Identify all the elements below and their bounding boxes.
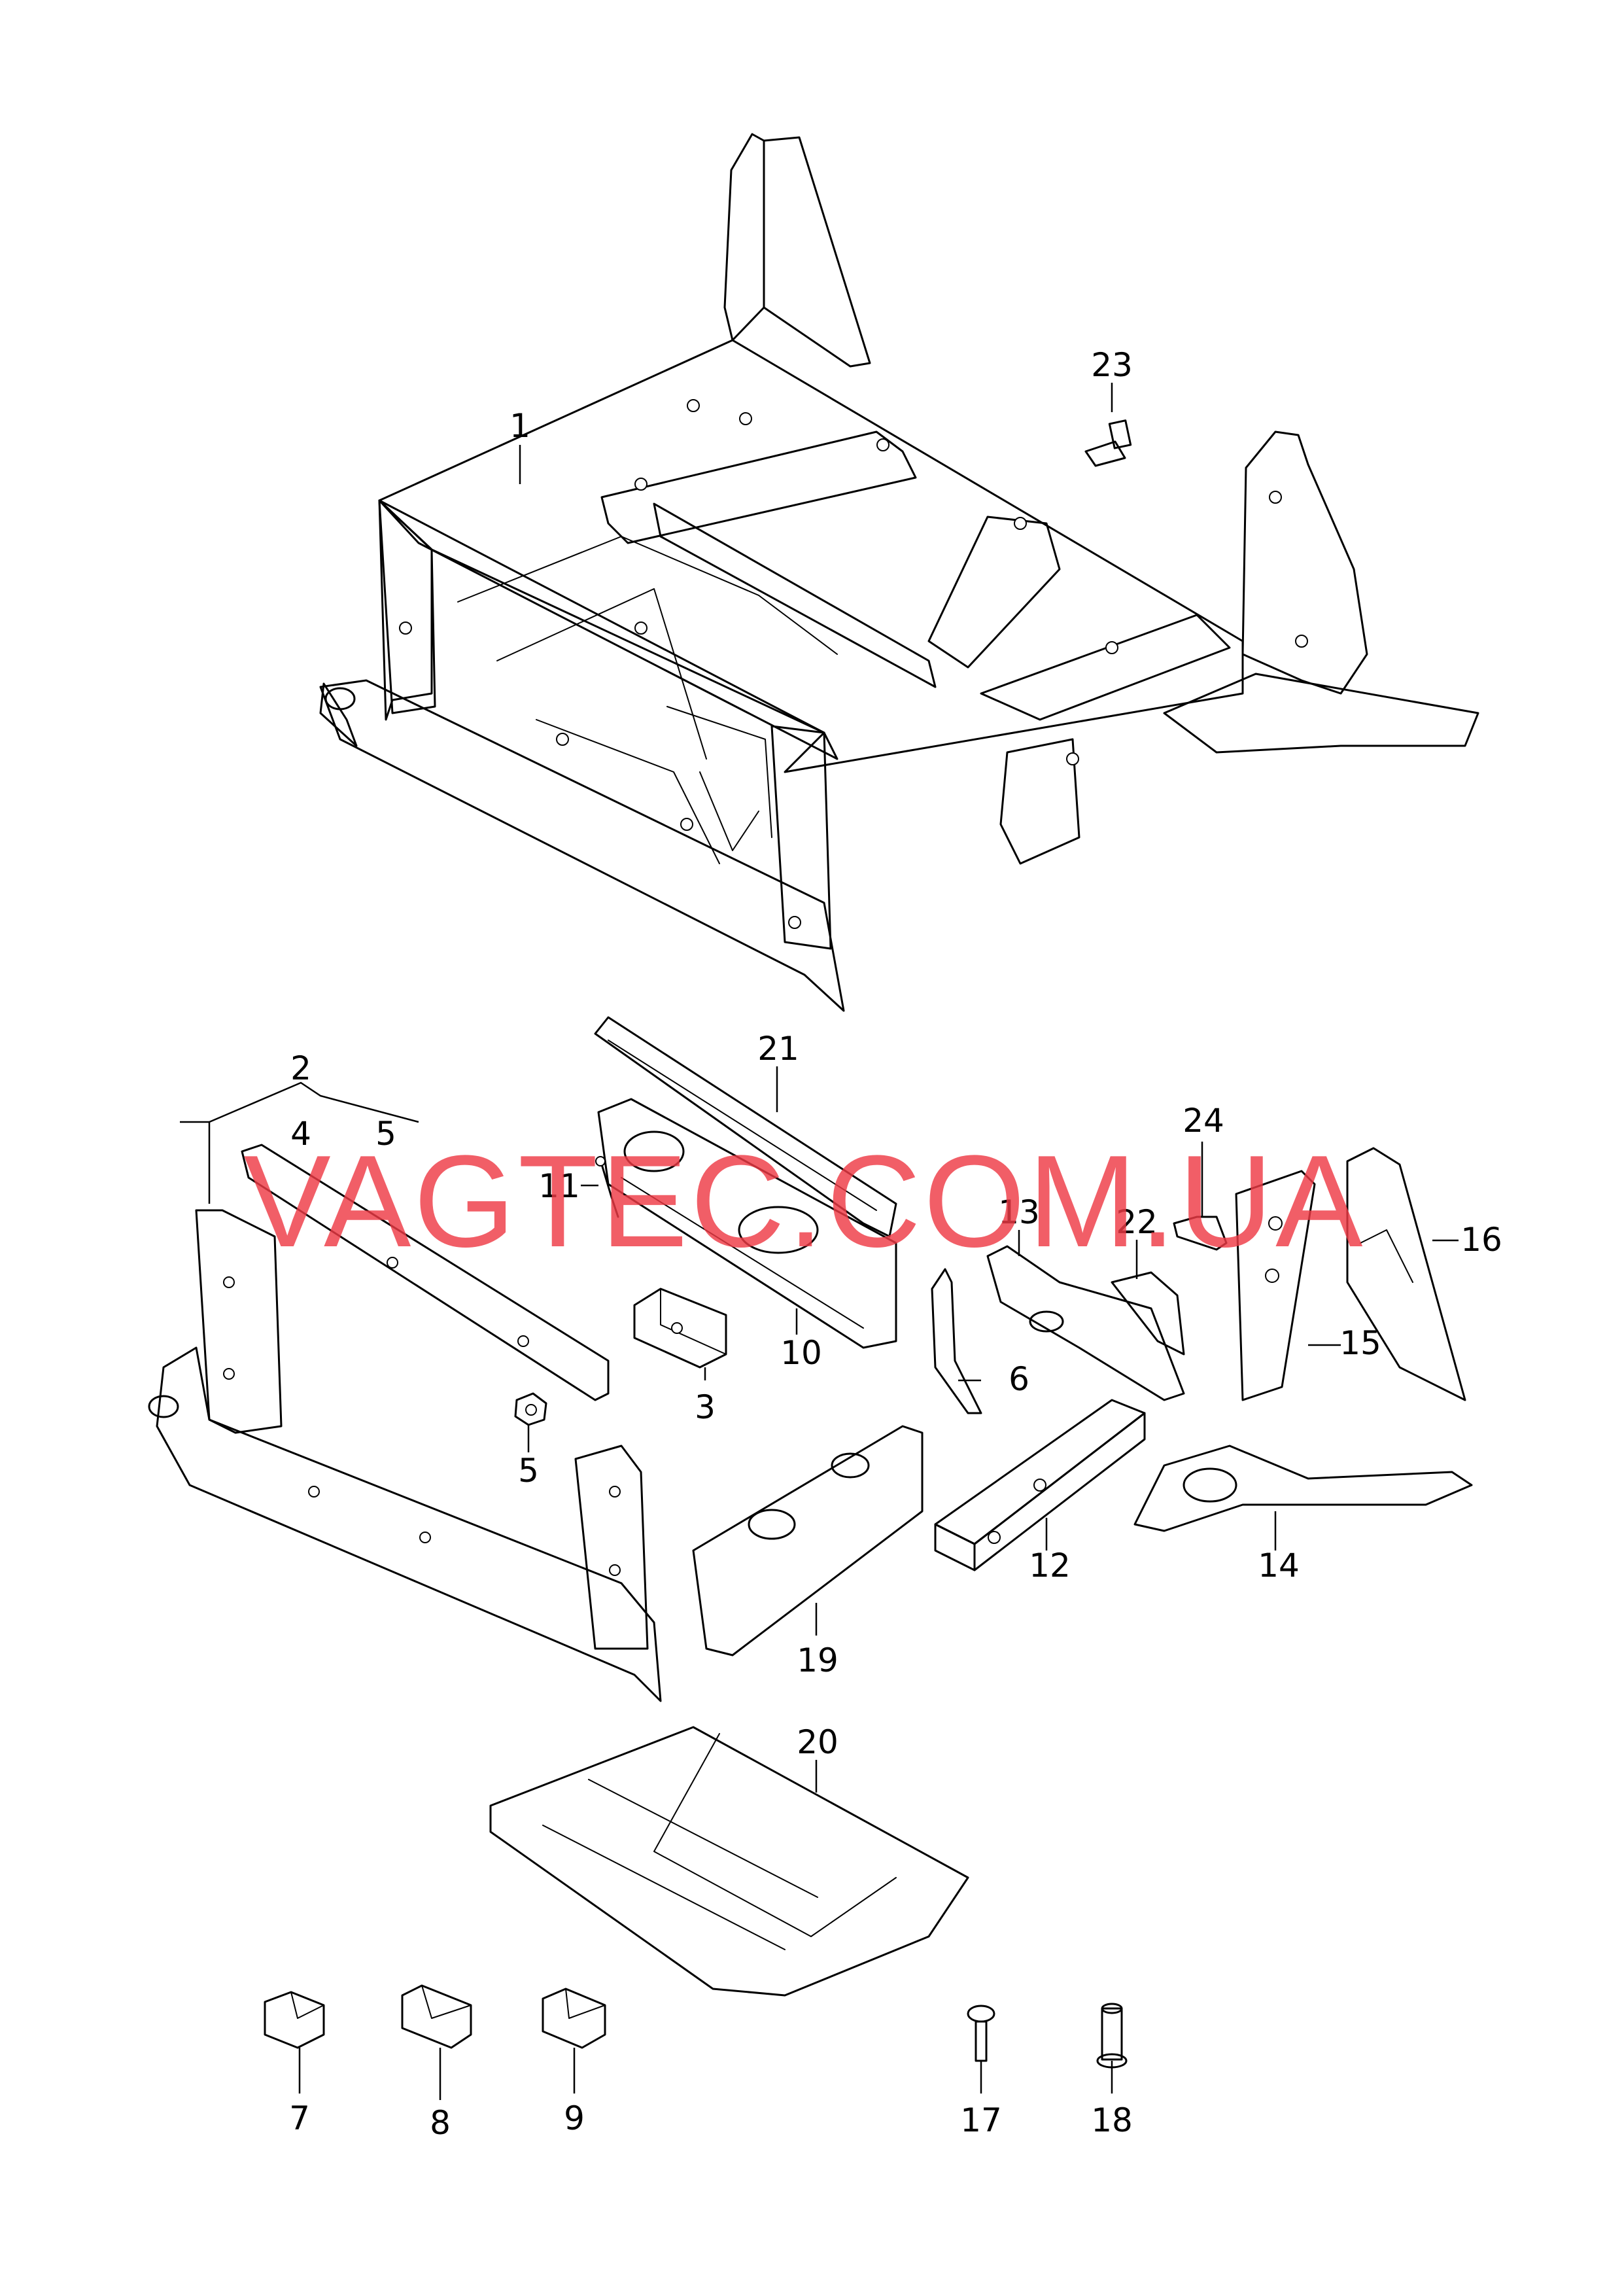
callout-22[interactable]: 22: [1116, 1203, 1158, 1241]
part-15-right-post[interactable]: [1235, 1170, 1316, 1401]
watermark: VAGTEC.COM.UA: [243, 1129, 1365, 1274]
part-5-nut[interactable]: [514, 1392, 547, 1426]
callout-9[interactable]: 9: [564, 2099, 585, 2137]
leader-lines: [180, 383, 1459, 2100]
callouts: 1 2 4 5 23 21 11 10 3 5 6 13 22 24 15 16…: [289, 346, 1502, 2142]
callout-13[interactable]: 13: [998, 1193, 1040, 1231]
callout-5-bottom[interactable]: 5: [518, 1452, 539, 1490]
callout-19[interactable]: 19: [797, 1641, 838, 1679]
part-9-sleeve[interactable]: [542, 1988, 606, 2049]
part-13-side-plate[interactable]: [986, 1245, 1185, 1401]
callout-20[interactable]: 20: [797, 1723, 838, 1761]
callout-16[interactable]: 16: [1460, 1221, 1502, 1259]
part-19-member[interactable]: [692, 1425, 924, 1656]
callout-10[interactable]: 10: [780, 1334, 822, 1372]
part-8-sleeve[interactable]: [401, 1984, 472, 2049]
callout-18[interactable]: 18: [1091, 2101, 1133, 2139]
part-20-underbody-tray[interactable]: [489, 1726, 969, 1997]
callout-4[interactable]: 4: [290, 1115, 311, 1153]
callout-7[interactable]: 7: [289, 2099, 310, 2137]
part-1-front-frame[interactable]: [319, 133, 1479, 1012]
part-22-small-bracket[interactable]: [1111, 1271, 1185, 1356]
part-14-wing[interactable]: [1133, 1445, 1473, 1532]
part-11-clip[interactable]: [595, 1156, 619, 1218]
callout-3[interactable]: 3: [695, 1388, 716, 1426]
part-7-sleeve[interactable]: [264, 1991, 325, 2049]
part-24-gusset[interactable]: [1173, 1216, 1228, 1251]
part-18-rivet-nut[interactable]: [1096, 2003, 1128, 2069]
callout-6[interactable]: 6: [1009, 1360, 1029, 1398]
part-17-screw[interactable]: [967, 2005, 995, 2062]
part-2-front-module[interactable]: [148, 1144, 662, 1702]
callout-8[interactable]: 8: [430, 2104, 451, 2142]
callout-2[interactable]: 2: [290, 1049, 311, 1087]
callout-12[interactable]: 12: [1029, 1547, 1071, 1585]
part-21-upper-panel[interactable]: [594, 1016, 897, 1238]
callout-15[interactable]: 15: [1339, 1324, 1381, 1362]
callout-1[interactable]: 1: [510, 407, 530, 445]
part-23-bolt[interactable]: [1084, 419, 1132, 467]
callout-23[interactable]: 23: [1091, 346, 1133, 384]
part-3-sleeve[interactable]: [633, 1288, 727, 1369]
part-6-bracket[interactable]: [931, 1268, 982, 1414]
callout-5-top[interactable]: 5: [375, 1115, 396, 1153]
callout-11[interactable]: 11: [538, 1167, 580, 1205]
part-16-right-panel[interactable]: [1346, 1147, 1466, 1401]
callout-21[interactable]: 21: [757, 1030, 799, 1068]
callout-14[interactable]: 14: [1258, 1547, 1300, 1585]
callout-17[interactable]: 17: [960, 2101, 1002, 2139]
part-12-tube[interactable]: [934, 1399, 1146, 1571]
callout-24[interactable]: 24: [1183, 1102, 1224, 1140]
